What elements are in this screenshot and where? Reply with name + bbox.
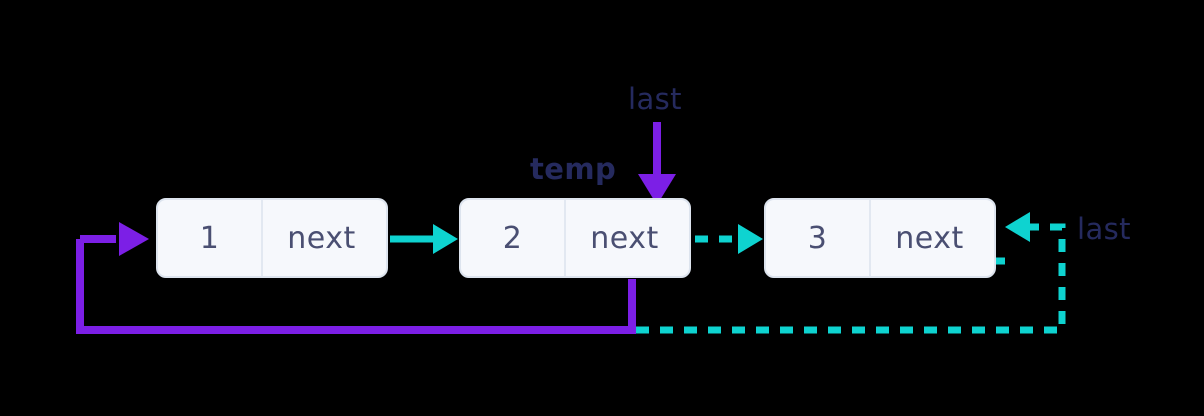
edge-node3-next-loop-to-last (636, 212, 1066, 334)
list-node-2[interactable]: 2 next (459, 198, 691, 278)
list-node-3[interactable]: 3 next (764, 198, 996, 278)
edge-last-to-node2 (638, 122, 676, 205)
edge-node1-to-node2 (390, 224, 458, 254)
node-3-value: 3 (766, 200, 871, 276)
edge-node2-to-node3 (695, 224, 763, 254)
node-2-value: 2 (461, 200, 566, 276)
temp-label: temp (530, 152, 617, 186)
node-3-next: next (895, 220, 964, 256)
last-label-top: last (628, 82, 682, 116)
node-2-next: next (590, 220, 659, 256)
edge-node2-next-loop-to-node1 (76, 222, 636, 334)
node-1-value: 1 (158, 200, 263, 276)
list-node-1[interactable]: 1 next (156, 198, 388, 278)
last-label-right: last (1077, 212, 1131, 246)
node-1-next: next (287, 220, 356, 256)
